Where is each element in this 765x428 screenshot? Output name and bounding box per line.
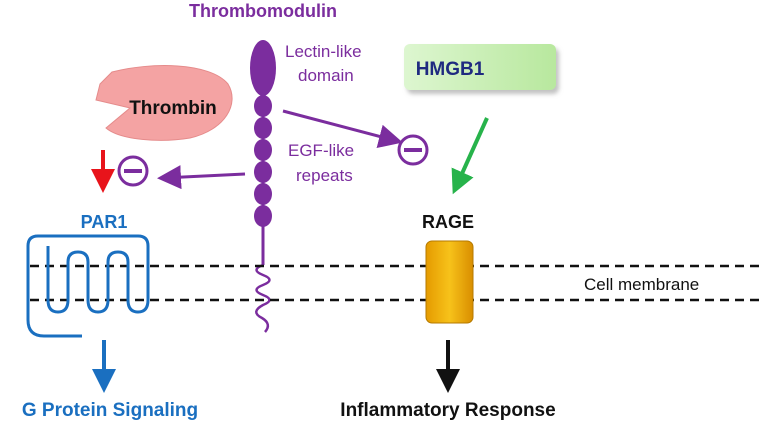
par1-receptor bbox=[26, 234, 150, 338]
inflammatory-label: Inflammatory Response bbox=[340, 400, 555, 421]
rage-label: RAGE bbox=[422, 212, 474, 232]
thrombomodulin-molecule bbox=[250, 40, 276, 333]
hmgb1: HMGB1 bbox=[404, 44, 556, 90]
lectin-to-inhibit-arrow bbox=[282, 109, 403, 149]
transmembrane-coil bbox=[255, 263, 271, 333]
rage-receptor bbox=[425, 240, 474, 324]
egf-repeat bbox=[254, 183, 272, 205]
thrombin: Thrombin bbox=[95, 65, 233, 141]
inhibit-icon bbox=[117, 155, 149, 187]
hmgb1-box bbox=[404, 44, 556, 90]
inhibit-icon bbox=[397, 134, 429, 166]
egf-repeat bbox=[254, 139, 272, 161]
egf-repeat bbox=[254, 205, 272, 227]
egf-repeat bbox=[254, 161, 272, 183]
lectin-domain-shape bbox=[250, 40, 276, 96]
thrombin-shape bbox=[95, 65, 233, 141]
cell-membrane-label: Cell membrane bbox=[584, 275, 699, 294]
egf-repeat bbox=[254, 117, 272, 139]
egf-to-inhibit-arrow bbox=[157, 165, 246, 190]
thrombin-label: Thrombin bbox=[129, 98, 217, 119]
egf-repeat bbox=[254, 95, 272, 117]
hmgb1-label: HMGB1 bbox=[416, 59, 485, 80]
hmgb1-to-rage-arrow bbox=[451, 117, 489, 195]
title: Thrombomodulin bbox=[189, 1, 337, 21]
par1-label: PAR1 bbox=[81, 212, 128, 232]
lectin-label: Lectin-like domain bbox=[285, 42, 366, 85]
egf-label: EGF-like repeats bbox=[288, 141, 359, 185]
g-protein-label: G Protein Signaling bbox=[22, 400, 198, 421]
